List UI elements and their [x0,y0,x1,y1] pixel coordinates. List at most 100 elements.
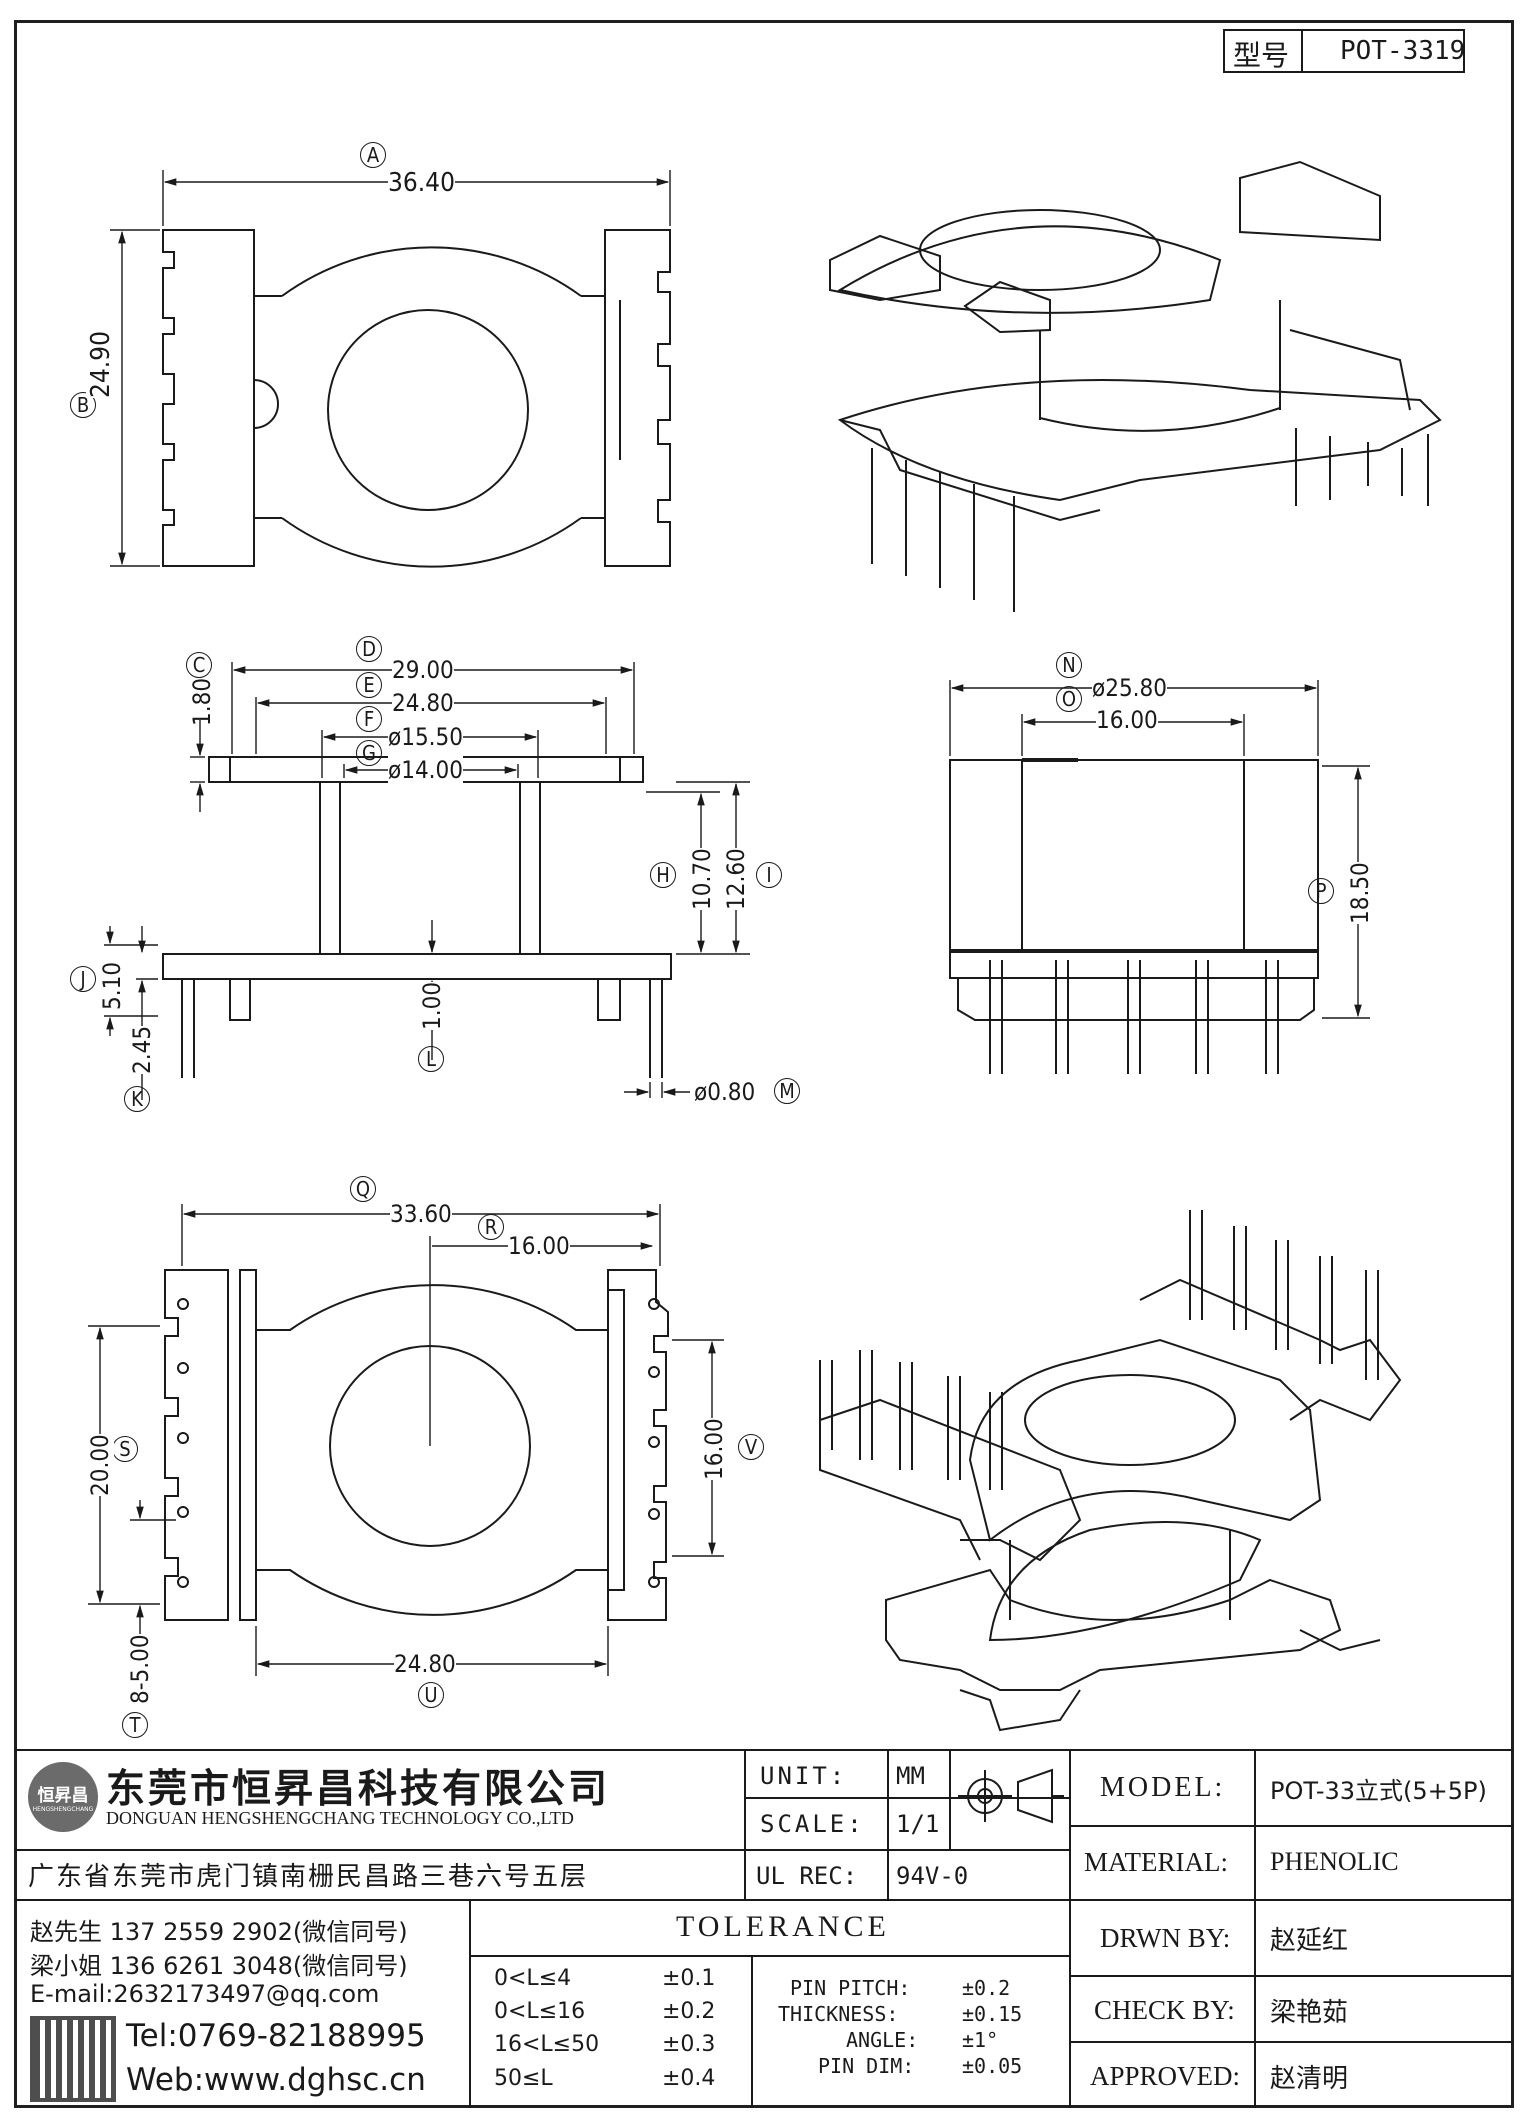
dim-label-d: D [356,636,382,662]
top-view [110,170,671,568]
check-label: CHECK BY: [1094,1994,1235,2025]
dim-label-h: H [650,862,676,888]
logo-subtext: HENGSHENGCHANG [32,1806,94,1813]
front-view-bottom-flange [162,953,672,980]
front-view-core [319,781,541,955]
company-address: 广东省东莞市虎门镇南栅民昌路三巷六号五层 [28,1862,589,1892]
tolerance-value-4: ±0.4 [662,2066,716,2091]
title-block-grid [14,29,1514,2108]
company-name-cn: 东莞市恒昇昌科技有限公司 [106,1767,611,1812]
part-number-label: 型号 [1233,41,1290,72]
dim-label-n: N [1056,652,1082,678]
dim-label-u: U [418,1682,444,1708]
dim-value-u: 24.80 [394,1650,456,1678]
dim-value-s: 20.00 [86,1434,114,1496]
dim-label-k: K [124,1086,150,1112]
dim-label-p: P [1308,878,1334,904]
dim-label-j: J [70,966,96,992]
dim-value-v: 16.00 [700,1418,728,1480]
dim-value-g: ø14.00 [388,756,463,784]
approved-value: 赵清明 [1270,2063,1349,2094]
dim-label-e: E [356,672,382,698]
dim-label-f: F [356,706,382,732]
dim-value-l: 1.00 [418,981,446,1030]
dim-label-c: C [186,652,212,678]
dim-label-g: G [356,740,382,766]
scale-value: 1/1 [896,1810,940,1838]
contact-zhao: 赵先生 137 2559 2902(微信同号) [30,1918,408,1946]
dim-value-h: 10.70 [688,848,716,910]
company-name-en: DONGUAN HENGSHENGCHANG TECHNOLOGY CO.,LT… [106,1808,574,1828]
dim-value-o: 16.00 [1096,706,1158,734]
material-label: MATERIAL: [1084,1846,1228,1877]
dim-label-m: M [774,1078,800,1104]
tolerance-value-1: ±0.1 [662,1966,716,1991]
dim-label-s: S [112,1436,138,1462]
spec-value-4: ±0.05 [962,2054,1023,2078]
dim-label-o: O [1056,686,1082,712]
part-number-value: POT-3319 [1340,36,1466,66]
approved-label: APPROVED: [1090,2060,1241,2091]
ulrec-label: UL REC: [756,1862,858,1890]
dim-value-d: 29.00 [392,656,454,684]
drawn-label: DRWN BY: [1100,1922,1231,1953]
spec-label-4: PIN DIM: [818,2054,915,2078]
unit-value: MM [896,1762,925,1790]
contact-email: E-mail:2632173497@qq.com [30,1980,380,2008]
tolerance-title: TOLERANCE [676,1910,890,1943]
model-label: MODEL: [1100,1772,1226,1803]
dim-value-c: 1.80 [188,677,216,726]
top-view-left-rail [162,229,255,567]
qr-code-icon [30,2016,116,2102]
dim-value-m: ø0.80 [694,1078,756,1106]
drawn-value: 赵延红 [1270,1925,1349,1956]
dim-value-i: 12.60 [722,848,750,910]
spec-value-2: ±0.15 [962,2002,1023,2026]
dim-label-b: B [70,392,96,418]
dim-value-b: 24.90 [86,331,116,398]
tolerance-range-1: 0<L≤4 [494,1966,572,1991]
spec-label-1: PIN PITCH: [790,1976,911,2000]
dim-value-a: 36.40 [388,168,455,198]
dim-value-j: 5.10 [98,961,126,1010]
logo-text: 恒昇昌 [37,1786,89,1806]
tolerance-range-4: 50≤L [494,2066,553,2091]
tolerance-range-2: 0<L≤16 [494,1999,586,2024]
top-view-bore [327,309,529,511]
dim-value-p: 18.50 [1346,862,1374,924]
iso-view-bottom [819,1210,1402,1732]
material-value: PHENOLIC [1270,1847,1399,1876]
dim-value-e: 24.80 [392,689,454,717]
side-view [949,680,1370,1074]
scale-label: SCALE: [760,1810,865,1838]
drawing-frame [14,20,1514,2108]
tolerance-value-2: ±0.2 [662,1999,716,2024]
dim-label-q: Q [350,1176,376,1202]
dim-label-a: A [360,142,386,168]
top-view-right-rail [604,229,671,567]
dim-value-k: 2.45 [128,1025,156,1074]
iso-view-top [829,160,1442,612]
ulrec-value: 94V-0 [896,1862,969,1890]
dim-label-v: V [738,1434,764,1460]
spec-value-1: ±0.2 [962,1976,1011,2000]
tolerance-value-3: ±0.3 [662,2032,716,2057]
unit-label: UNIT: [760,1762,848,1790]
contact-tel: Tel:0769-82188995 [126,2018,426,2054]
check-value: 梁艳茹 [1270,1997,1349,2028]
company-logo: 恒昇昌 HENGSHENGCHANG [28,1762,98,1832]
model-value: POT-33立式(5+5P) [1270,1776,1487,1805]
dim-label-i: I [756,862,782,888]
tolerance-range-3: 16<L≤50 [494,2032,600,2057]
dim-label-t: T [122,1712,148,1738]
dim-label-r: R [478,1214,504,1240]
contact-liang: 梁小姐 136 6261 3048(微信同号) [30,1952,408,1980]
contact-web: Web:www.dghsc.cn [126,2062,426,2098]
dim-value-r: 16.00 [508,1232,570,1260]
dim-label-l: L [418,1046,444,1072]
spec-value-3: ±1° [962,2028,999,2052]
dim-value-q: 33.60 [390,1200,452,1228]
spec-label-3: ANGLE: [846,2028,919,2052]
dim-value-t: 8-5.00 [126,1634,154,1704]
dim-value-n: ø25.80 [1092,674,1167,702]
